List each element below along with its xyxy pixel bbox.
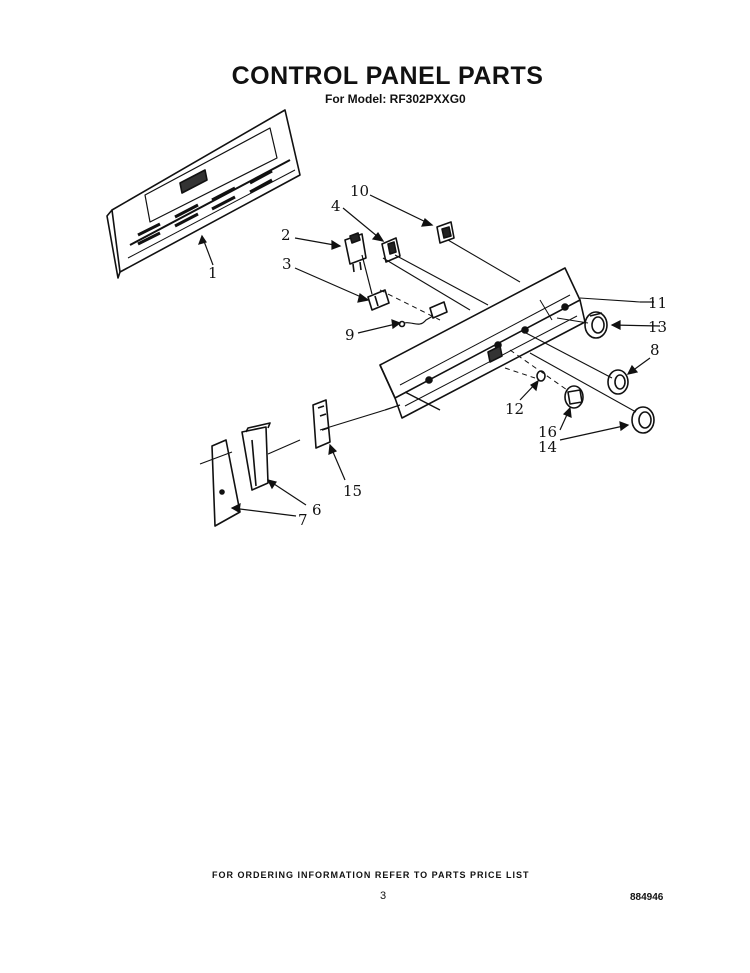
part-10-connector	[436, 221, 455, 244]
ordering-note: FOR ORDERING INFORMATION REFER TO PARTS …	[212, 870, 530, 880]
part-6-side-bracket	[241, 422, 271, 491]
callout-11: 11	[648, 294, 667, 312]
part-9-wire	[398, 301, 448, 328]
page-title: CONTROL PANEL PARTS	[231, 62, 544, 90]
callout-2: 2	[281, 226, 291, 244]
part-4-block	[381, 237, 401, 263]
part-8-knob	[607, 369, 629, 395]
callout-4: 4	[331, 197, 341, 215]
model-subtitle: For Model: RF302PXXG0	[325, 92, 466, 106]
part-14-knob	[631, 406, 655, 434]
callout-3: 3	[282, 255, 292, 273]
callout-15: 15	[343, 482, 362, 500]
callout-1: 1	[208, 264, 218, 282]
part-12-screw	[536, 370, 546, 382]
callout-13: 13	[648, 318, 667, 336]
callout-14: 14	[538, 438, 557, 456]
part-11-control-console	[379, 267, 586, 419]
part-1-backguard-panel	[106, 109, 301, 279]
document-number: 884946	[630, 892, 664, 903]
page-number: 3	[380, 890, 387, 902]
part-15-end-cap	[312, 399, 331, 449]
callout-8: 8	[650, 341, 660, 359]
callout-16: 16	[538, 423, 557, 441]
callout-7: 7	[298, 511, 308, 529]
callout-12: 12	[505, 400, 524, 418]
callout-6: 6	[312, 501, 322, 519]
part-7-side-panel	[211, 439, 241, 527]
callout-9: 9	[345, 326, 355, 344]
part-13-knob	[584, 311, 608, 339]
part-2-switch	[344, 232, 367, 273]
part-16-knob	[564, 385, 584, 409]
part-3-bracket	[361, 254, 390, 311]
callout-10: 10	[350, 182, 369, 200]
